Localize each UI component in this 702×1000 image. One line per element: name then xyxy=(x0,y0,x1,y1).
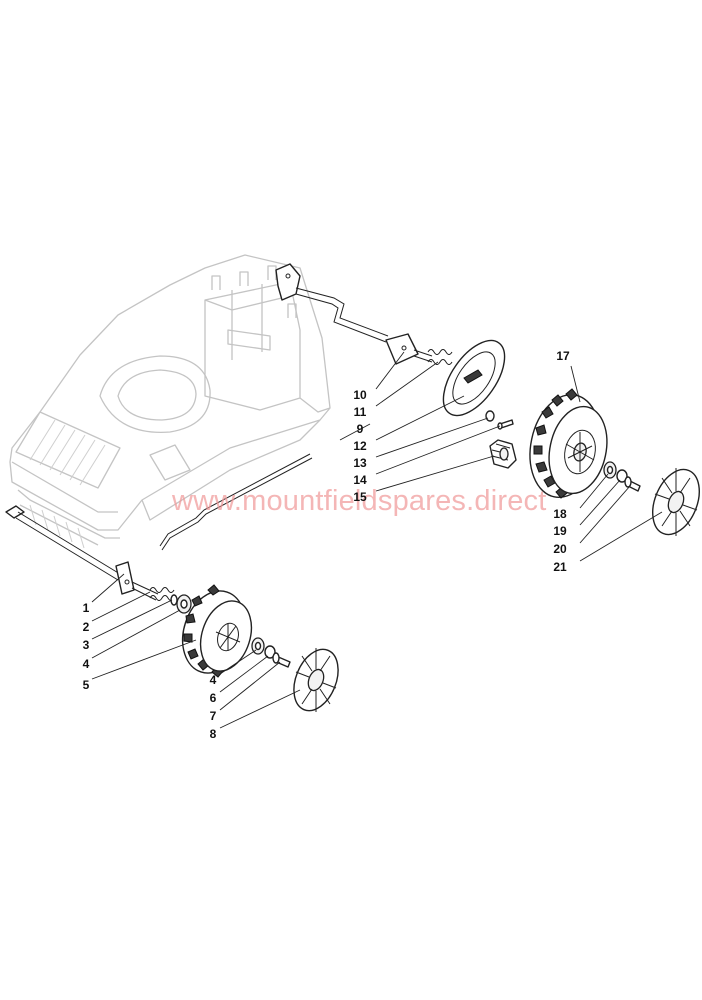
front-wheel-fixings xyxy=(251,637,291,668)
callout-label: 15 xyxy=(353,490,367,504)
rear-wheel xyxy=(529,388,608,499)
callout-label: 19 xyxy=(553,524,567,538)
callout-label: 1 xyxy=(83,601,90,615)
callout-label: 12 xyxy=(353,439,367,453)
callout-label: 4 xyxy=(210,673,217,687)
rear-spring xyxy=(427,349,453,365)
mower-deck-outline xyxy=(9,254,331,549)
drive-pinion xyxy=(489,439,517,469)
front-hubcap xyxy=(293,648,339,712)
callout-label: 3 xyxy=(83,638,90,652)
callout-label: 8 xyxy=(210,727,217,741)
front-height-adjust-bar xyxy=(5,505,159,601)
connecting-rod xyxy=(159,453,313,551)
callout-label: 6 xyxy=(210,691,217,705)
callout-label: 10 xyxy=(353,388,367,402)
front-spring xyxy=(149,587,175,601)
front-wheel xyxy=(181,584,253,678)
callout-label: 18 xyxy=(553,507,567,521)
rear-wheel-fixings xyxy=(603,461,641,492)
front-bush-washers xyxy=(170,594,192,614)
callout-label: 21 xyxy=(553,560,567,574)
callout-label: 14 xyxy=(353,473,367,487)
callout-label: 20 xyxy=(553,542,567,556)
rear-hubcap xyxy=(652,468,700,536)
callout-label: 5 xyxy=(83,678,90,692)
callout-label: 11 xyxy=(354,405,367,419)
callout-label: 7 xyxy=(210,709,217,723)
callout-label: 13 xyxy=(353,456,367,470)
watermark-text: www.mountfieldspares.direct xyxy=(171,485,547,517)
callout-label: 4 xyxy=(83,657,90,671)
leader-lines xyxy=(91,351,663,729)
callout-label: 2 xyxy=(83,620,90,634)
callout-label: 17 xyxy=(556,349,570,363)
rear-height-adjust-bar xyxy=(275,263,433,365)
rear-wheel-guard-plate xyxy=(442,339,506,417)
callout-label: 9 xyxy=(357,422,364,436)
